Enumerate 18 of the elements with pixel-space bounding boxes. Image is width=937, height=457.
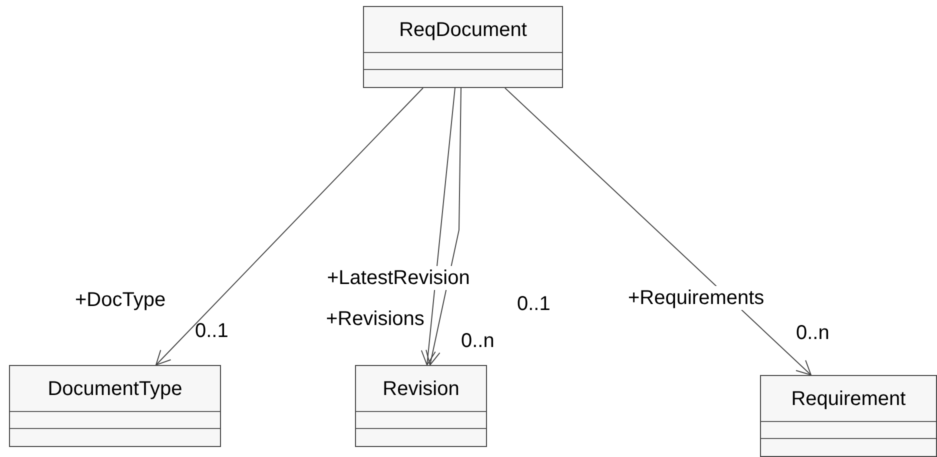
multiplicity-label: 0..1 bbox=[195, 319, 228, 343]
multiplicity-label: 0..n bbox=[796, 321, 830, 345]
class-name: DocumentType bbox=[48, 376, 182, 402]
class-box bbox=[9, 365, 221, 447]
class-name: Requirement bbox=[791, 386, 906, 412]
association-arrow bbox=[420, 88, 456, 366]
role-name: +LatestRevision bbox=[327, 266, 470, 290]
association-arrow bbox=[426, 88, 462, 366]
class-box bbox=[363, 6, 563, 88]
association-arrow bbox=[504, 88, 812, 376]
multiplicity-label: 0..1 bbox=[517, 292, 550, 316]
role-name: +Requirements bbox=[628, 286, 764, 310]
multiplicity-label: 0..n bbox=[461, 329, 494, 353]
class-box bbox=[355, 365, 487, 447]
class-name: ReqDocument bbox=[399, 18, 527, 42]
association-arrow bbox=[156, 88, 424, 366]
class-name: Revision bbox=[382, 376, 460, 402]
class-box bbox=[760, 375, 937, 457]
